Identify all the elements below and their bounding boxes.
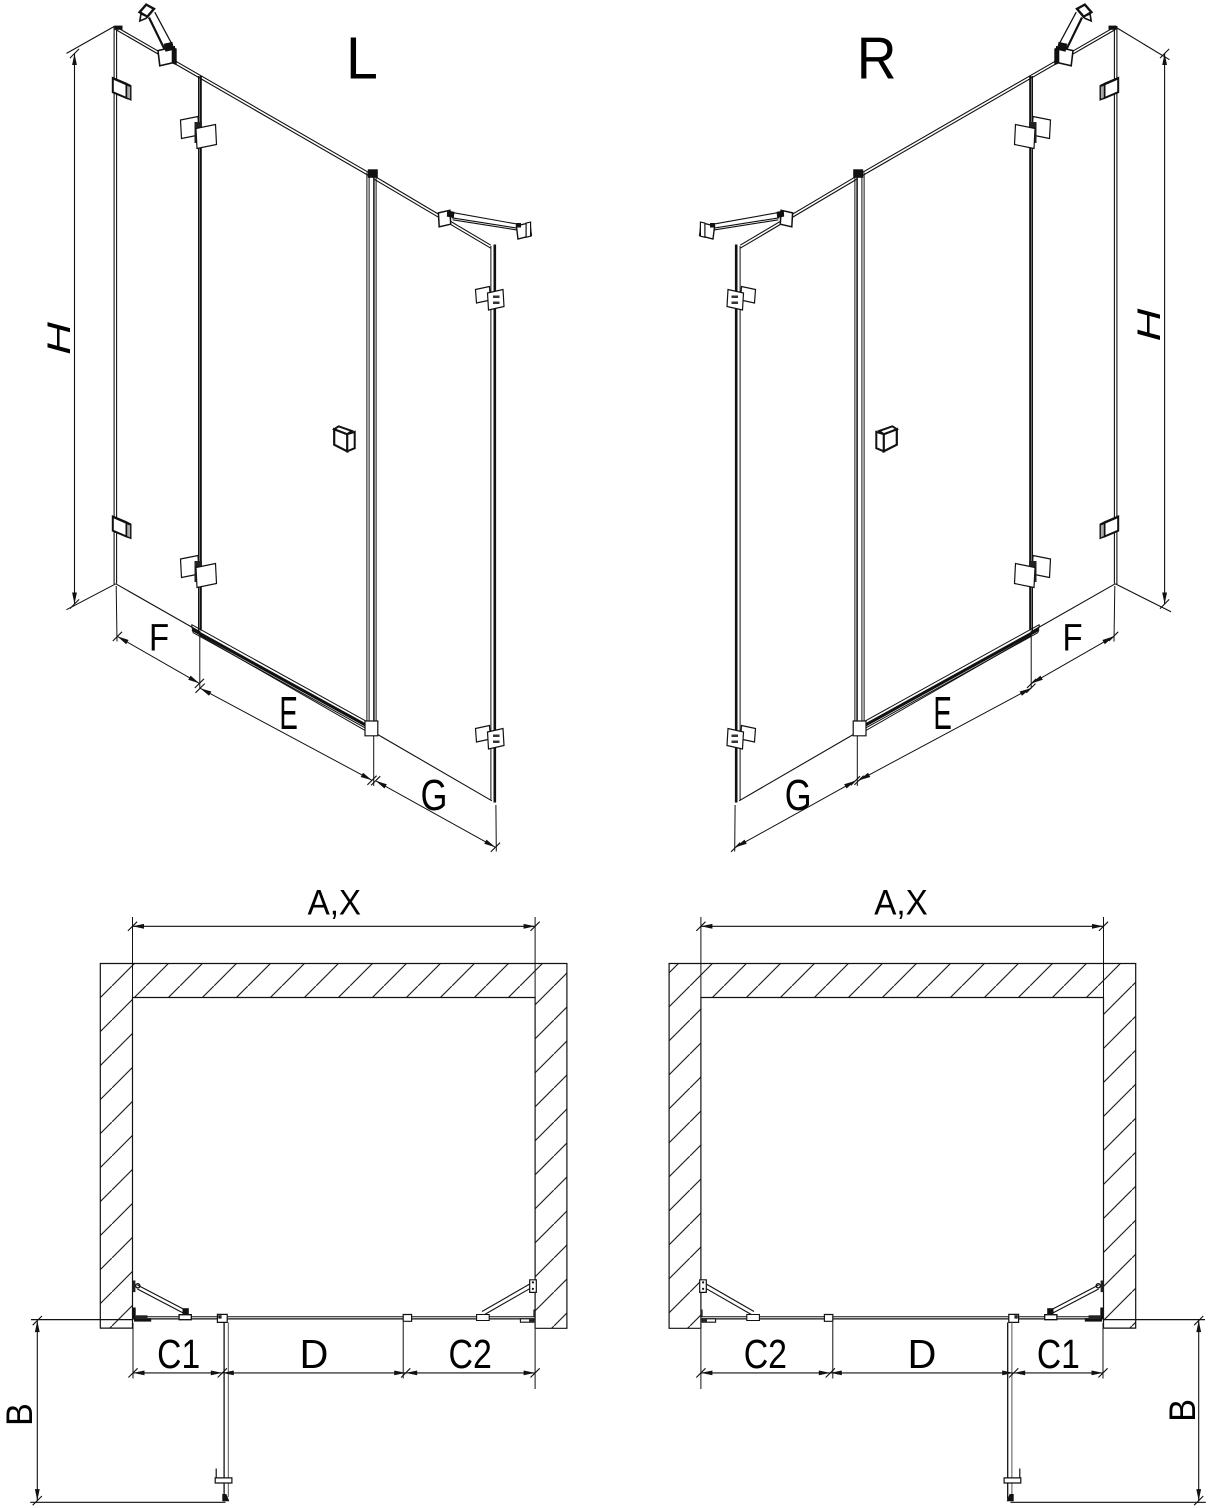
svg-text:D: D — [908, 1330, 937, 1377]
svg-text:R: R — [857, 26, 897, 92]
svg-text:B: B — [1160, 1399, 1203, 1422]
svg-text:E: E — [279, 689, 297, 740]
svg-text:A,X: A,X — [874, 883, 928, 922]
svg-text:C1: C1 — [1037, 1331, 1080, 1377]
svg-text:H: H — [41, 322, 77, 355]
svg-text:H: H — [1131, 308, 1167, 341]
svg-text:G: G — [421, 771, 448, 820]
svg-text:E: E — [933, 689, 951, 740]
svg-text:F: F — [149, 616, 169, 659]
svg-text:D: D — [300, 1330, 329, 1377]
svg-text:B: B — [0, 1403, 40, 1426]
svg-text:G: G — [785, 771, 812, 820]
svg-text:C2: C2 — [744, 1331, 787, 1377]
svg-text:C2: C2 — [448, 1331, 491, 1377]
svg-text:F: F — [1063, 616, 1083, 659]
svg-text:C1: C1 — [157, 1331, 200, 1377]
svg-text:A,X: A,X — [308, 883, 362, 922]
svg-text:L: L — [346, 26, 378, 92]
